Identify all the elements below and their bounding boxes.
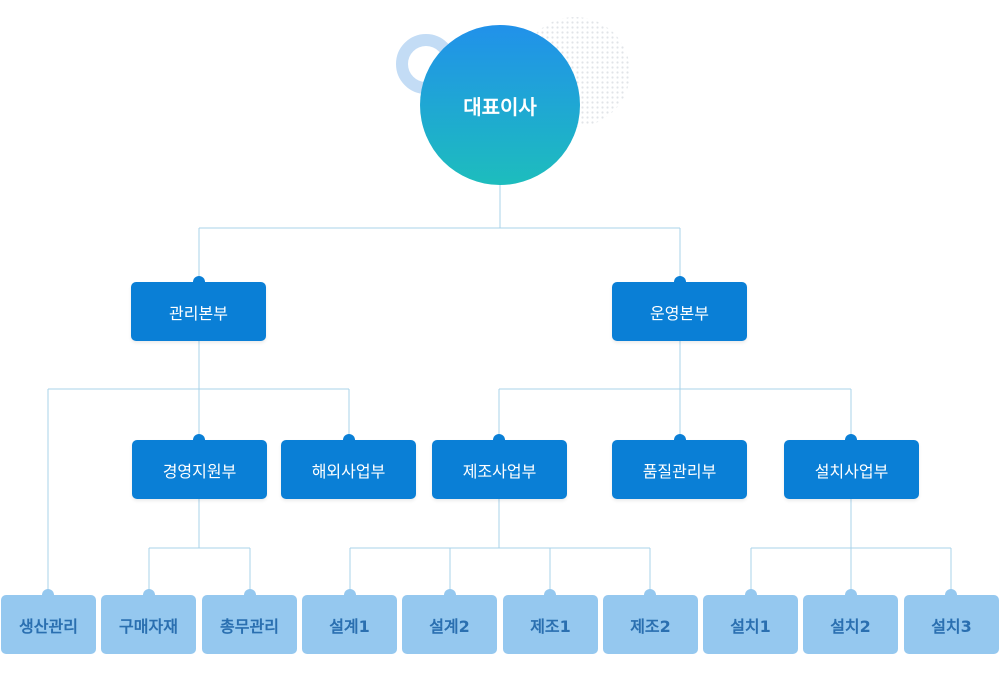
team-design2: 설계2	[402, 595, 497, 654]
team-install3: 설치3	[904, 595, 999, 654]
ceo-circle	[420, 25, 580, 185]
dept-manufacturing: 제조사업부	[432, 440, 567, 499]
connector-dots-primary	[193, 276, 857, 446]
division-mgmt: 관리본부	[131, 282, 266, 341]
team-purchasing: 구매자재	[101, 595, 196, 654]
team-general-affairs: 총무관리	[202, 595, 297, 654]
division-ops: 운영본부	[612, 282, 747, 341]
dept-overseas: 해외사업부	[281, 440, 416, 499]
team-make1: 제조1	[503, 595, 598, 654]
dept-installation: 설치사업부	[784, 440, 919, 499]
team-make2: 제조2	[603, 595, 698, 654]
team-install1: 설치1	[703, 595, 798, 654]
team-install2: 설치2	[803, 595, 898, 654]
connector-lines	[47, 185, 952, 595]
dept-quality: 품질관리부	[612, 440, 747, 499]
team-production: 생산관리	[1, 595, 96, 654]
team-design1: 설계1	[302, 595, 397, 654]
ceo-node-label: 대표이사	[463, 94, 537, 119]
dept-mgmt-support: 경영지원부	[132, 440, 267, 499]
